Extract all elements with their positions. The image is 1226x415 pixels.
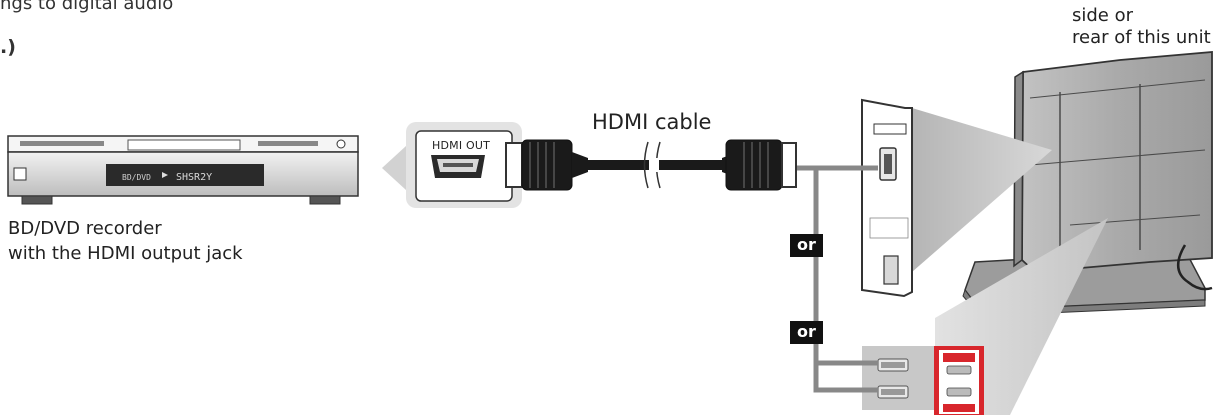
side-rear-label-line2: rear of this unit <box>1072 27 1211 48</box>
side-panel-projection <box>912 108 1052 272</box>
hdmi-cable-label: HDMI cable <box>592 110 712 134</box>
side-jack-panel <box>861 98 913 298</box>
step-fragment: .) <box>0 36 16 58</box>
recorder-label-line2: with the HDMI output jack <box>8 243 243 264</box>
or-badge-rear: or <box>790 321 823 344</box>
side-rear-label: side or rear of this unit <box>1072 5 1211 49</box>
recorder-display: SHSR2Y <box>176 172 212 183</box>
side-rear-label-line1: side or <box>1072 5 1134 26</box>
rear-jack-panel <box>862 346 984 415</box>
or-badge-side: or <box>790 234 823 257</box>
recorder-pointer <box>382 146 406 190</box>
recorder-label: BD/DVD recorder with the HDMI output jac… <box>8 216 243 266</box>
recorder-label-line1: BD/DVD recorder <box>8 218 162 239</box>
top-text-fragment: ngs to digital audio <box>0 0 174 14</box>
hdmi-out-callout <box>406 122 522 208</box>
hdmi-out-label: HDMI OUT <box>432 139 491 152</box>
bd-dvd-recorder: BD/DVD SHSR2Y <box>7 135 359 205</box>
recorder-logo: BD/DVD <box>122 173 151 182</box>
hdmi-cable <box>505 139 797 191</box>
